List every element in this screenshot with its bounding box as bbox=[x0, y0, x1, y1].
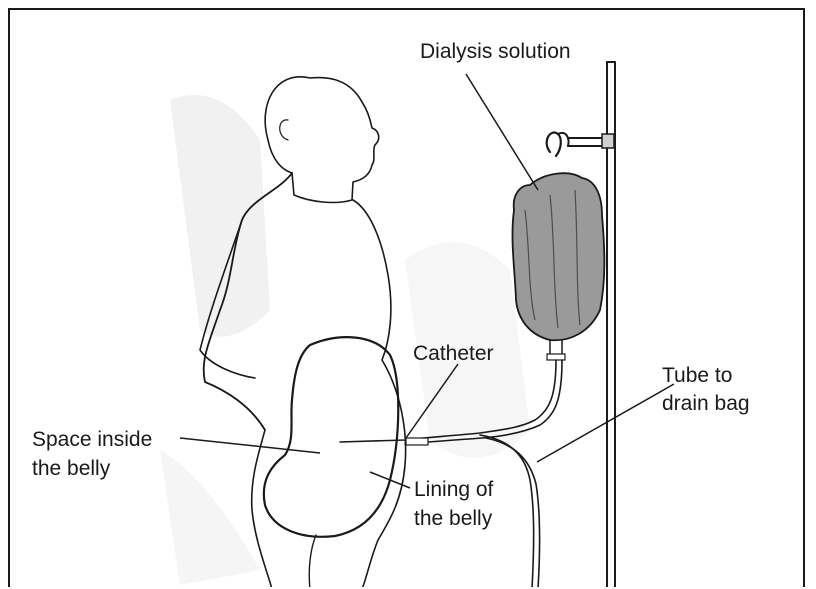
label-lining-line1: Lining of bbox=[414, 478, 494, 501]
label-space-line1: Space inside bbox=[32, 428, 152, 451]
label-lining-line2: the belly bbox=[414, 507, 493, 530]
label-catheter: Catheter bbox=[413, 342, 494, 365]
belly-lining-outline bbox=[264, 337, 398, 537]
label-space-line2: the belly bbox=[32, 457, 111, 480]
labels: Dialysis solution Catheter Tube to drain… bbox=[32, 40, 750, 530]
illustration-frame: Dialysis solution Catheter Tube to drain… bbox=[8, 8, 805, 587]
label-tube-line1: Tube to bbox=[662, 364, 732, 387]
leader-tube bbox=[537, 384, 674, 462]
dialysis-bag bbox=[512, 173, 604, 360]
label-dialysis-solution: Dialysis solution bbox=[420, 40, 571, 63]
leader-dialysis-solution bbox=[466, 74, 538, 190]
leader-space bbox=[180, 438, 320, 453]
label-tube-line2: drain bag bbox=[662, 392, 750, 415]
dialysis-illustration: Dialysis solution Catheter Tube to drain… bbox=[10, 10, 805, 587]
